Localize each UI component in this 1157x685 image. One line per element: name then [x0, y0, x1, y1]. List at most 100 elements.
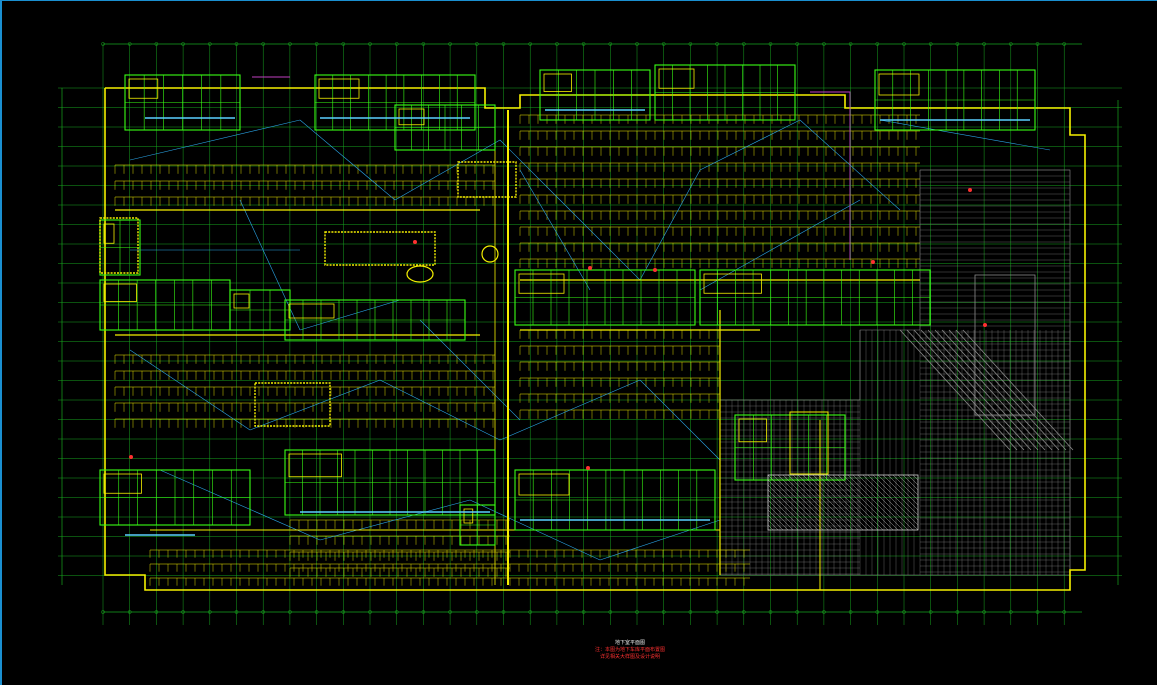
axis-bubble-bottom [181, 610, 185, 614]
ramp-diagonal [920, 329, 1032, 451]
red-marker [653, 268, 657, 272]
axis-bubble-top [848, 42, 853, 46]
axis-bubble-bottom [421, 610, 426, 614]
hatch-line [767, 484, 814, 531]
ramp-diagonal [906, 329, 1018, 451]
axis-bubble-bottom [288, 610, 292, 614]
axis-bubble-top [928, 42, 933, 46]
hatch-line [877, 474, 919, 516]
duct-segment [319, 499, 471, 541]
duct-segment [879, 119, 1051, 151]
core-stair [518, 473, 570, 496]
axis-bubble-top [795, 42, 800, 46]
duct-segment [639, 169, 701, 281]
axis-bubble-bottom [608, 610, 613, 614]
hatch-line [767, 489, 809, 531]
ramp-diagonal [941, 329, 1053, 451]
hatch-line [852, 474, 909, 531]
hatch-line [857, 474, 914, 531]
dashed-room [324, 231, 436, 266]
axis-bubble-top [608, 42, 613, 46]
core-stair [288, 303, 335, 319]
core-stair [463, 508, 474, 524]
hatch-line [912, 474, 919, 481]
duct-segment [639, 379, 721, 461]
axis-bubble-top [127, 42, 132, 46]
ramp-diagonal [899, 329, 1011, 451]
hatch-line [767, 519, 779, 531]
parking-grid [114, 114, 920, 586]
hatch-line [837, 474, 894, 531]
core-stair [518, 273, 565, 294]
hatch-line [772, 474, 829, 531]
hatch-line [767, 474, 824, 531]
hatch-line [777, 474, 834, 531]
hatch-line [767, 494, 804, 531]
axis-bubble-top [555, 42, 559, 46]
hatch-line [767, 524, 774, 531]
axis-bubble-top [1008, 42, 1013, 46]
axis-bubble-top [394, 42, 399, 46]
core-stair [878, 73, 920, 96]
axis-bubble-top [902, 42, 906, 46]
duct-segment [129, 119, 301, 161]
axis-bubble-bottom [368, 610, 372, 614]
axis-bubble-top [741, 42, 746, 46]
hatch-line [767, 504, 794, 531]
notes-line-1: 注：本图为地下车库平面布置图 [594, 647, 665, 653]
axis-bubble-bottom [207, 610, 212, 614]
axis-bubble-top [982, 42, 986, 46]
axis-bubble-bottom [875, 610, 880, 614]
core-stair [103, 473, 142, 494]
red-marker [586, 466, 590, 470]
axis-bubble-bottom [715, 610, 719, 614]
axis-bubble-bottom [314, 610, 319, 614]
axis-bubble-top [448, 42, 452, 46]
axis-bubble-bottom [635, 610, 639, 614]
hatch-line [872, 474, 919, 521]
axis-bubble-top [288, 42, 292, 46]
duct-segment [299, 299, 401, 331]
axis-bubble-bottom [1062, 610, 1067, 614]
axis-bubble-bottom [1035, 610, 1040, 614]
core-stair [318, 78, 360, 99]
axis-bubble-top [234, 42, 239, 46]
hatch-line [802, 474, 859, 531]
duct-segment [519, 169, 591, 291]
red-marker [413, 240, 417, 244]
basement-outline [104, 87, 1086, 591]
axis-bubble-top [1062, 42, 1067, 46]
axis-bubble-top [688, 42, 693, 46]
axis-bubble-top [207, 42, 212, 46]
red-marker [968, 188, 972, 192]
axis-bubble-bottom [154, 610, 159, 614]
hatch-line [767, 514, 784, 531]
hatch-line [882, 474, 919, 511]
axis-bubble-bottom [341, 610, 346, 614]
axis-bubble-bottom [955, 610, 960, 614]
axis-bubble-top [955, 42, 960, 46]
duct-segment [699, 199, 861, 291]
magenta-line [810, 91, 851, 260]
dashed-room [99, 217, 139, 274]
hatch-line [782, 474, 839, 531]
hatch-line [822, 474, 879, 531]
core-stair [543, 73, 572, 92]
duct-segment [249, 379, 381, 431]
core-stair [288, 453, 342, 478]
hatch-line [792, 474, 849, 531]
duct-segment [499, 139, 561, 201]
axis-bubble-bottom [768, 610, 773, 614]
duct-segment [599, 519, 721, 561]
hatch-line [892, 474, 919, 501]
red-marker [983, 323, 987, 327]
axis-bubble-top [368, 42, 372, 46]
axis-bubble-bottom [581, 610, 586, 614]
building-cores [99, 64, 1036, 546]
ramp-diagonal [934, 329, 1046, 451]
axis-bubble-bottom [261, 610, 266, 614]
axis-bubble-bottom [127, 610, 132, 614]
axis-bubble-bottom [234, 610, 239, 614]
notes-line-2: 详见相关大样图及设计说明 [599, 654, 660, 660]
